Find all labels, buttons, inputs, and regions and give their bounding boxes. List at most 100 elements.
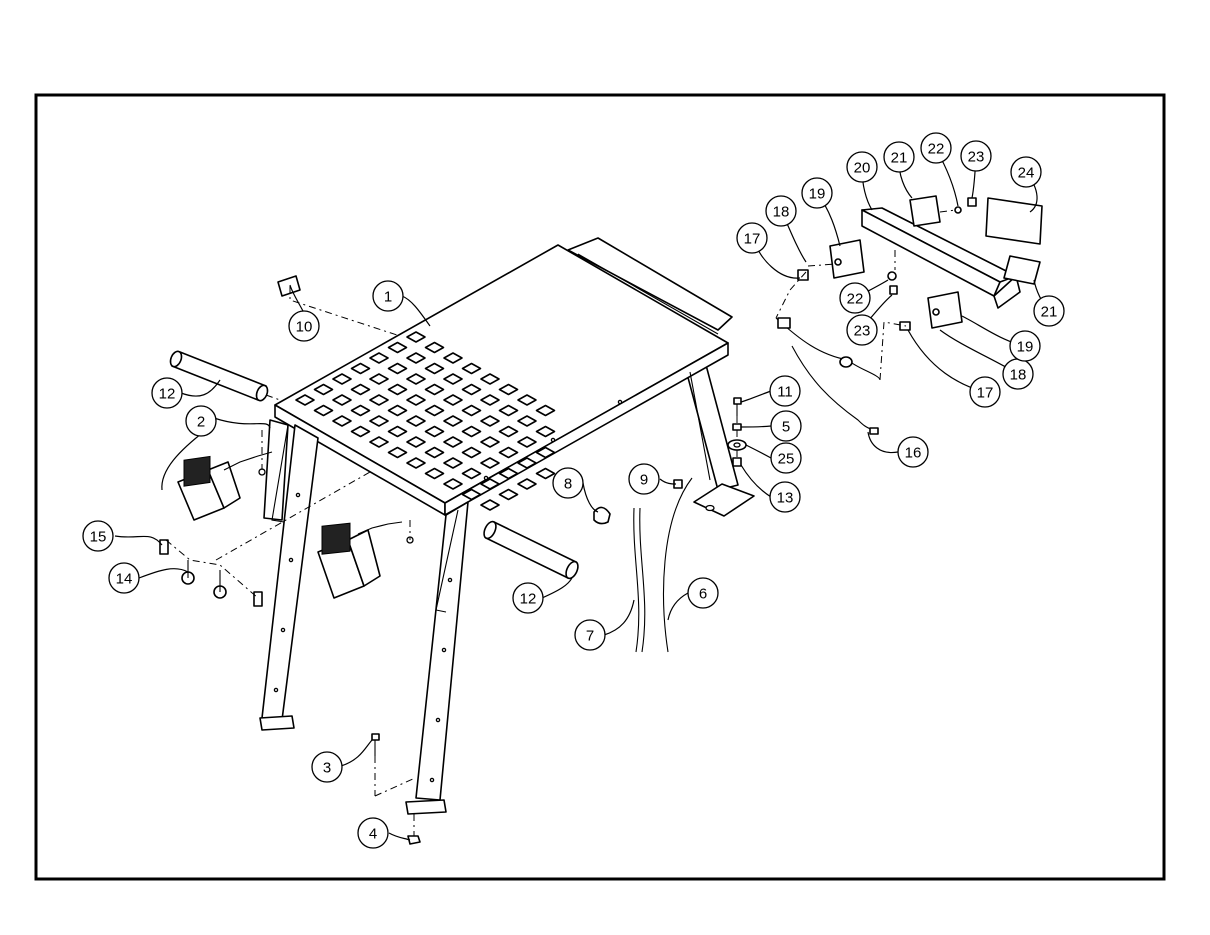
grating-slot [461, 488, 482, 501]
callout-c7: 7 [574, 619, 606, 651]
grating-slot [387, 446, 408, 459]
grating-slot [369, 352, 389, 364]
callout-c23b: 23 [846, 314, 878, 346]
grating-slot [535, 404, 556, 417]
callout-number: 18 [773, 204, 790, 221]
callout-number: 19 [809, 186, 826, 203]
callout-c19b: 19 [1009, 330, 1041, 362]
grating-slot [387, 404, 408, 417]
grating-slot [350, 425, 371, 438]
callout-number: 24 [1018, 165, 1035, 182]
assembly-lines [165, 209, 957, 836]
callout-number: 9 [640, 472, 648, 489]
grating-slot [480, 478, 500, 490]
callout-c5: 5 [770, 410, 802, 442]
grating-slot [332, 415, 352, 427]
callout-circle [920, 132, 952, 164]
callout-c4: 4 [357, 817, 389, 849]
grating-slot [535, 446, 556, 459]
callout-c22a: 22 [920, 132, 952, 164]
callout-c9: 9 [628, 463, 660, 495]
callout-circle [897, 436, 929, 468]
grating-slot [443, 373, 463, 385]
grating-slot [480, 457, 500, 469]
grating-slot [369, 415, 389, 427]
callout-number: 17 [977, 385, 994, 402]
grating-slot [517, 415, 537, 427]
callout-number: 22 [847, 291, 864, 308]
callout-c18b: 18 [1002, 358, 1034, 390]
warning-decal [985, 197, 1043, 245]
grating-slot [406, 415, 426, 427]
grating-slot [406, 373, 426, 385]
callout-c11: 11 [769, 375, 801, 407]
tail-light-bracket [861, 207, 1021, 309]
callout-number: 4 [369, 826, 377, 843]
callout-number: 12 [159, 386, 176, 403]
callout-number: 12 [520, 591, 537, 608]
callout-number: 10 [296, 319, 313, 336]
deck-grating [295, 331, 556, 511]
callout-circle [801, 177, 833, 209]
grating-slot [461, 425, 482, 438]
callout-number: 19 [1017, 339, 1034, 356]
platform-assembly [259, 237, 755, 815]
grating-slot [443, 436, 463, 448]
grating-slot [480, 415, 500, 427]
grating-slot [535, 467, 556, 480]
grating-slot [424, 341, 445, 354]
callout-c18a: 18 [765, 195, 797, 227]
grating-slot [387, 425, 408, 438]
light-mount-hardware [159, 539, 263, 607]
callout-number: 18 [1010, 367, 1027, 384]
callout-c17b: 17 [969, 376, 1001, 408]
callout-circle [372, 280, 404, 312]
grating-slot [461, 383, 482, 396]
grating-slot [406, 331, 426, 343]
grating-slot [424, 383, 445, 396]
grating-slot [461, 404, 482, 417]
callout-number: 1 [384, 289, 392, 306]
grating-slot [406, 457, 426, 469]
callout-circle [288, 310, 320, 342]
harness-cables [633, 477, 693, 653]
leg-bolt [371, 733, 421, 845]
grating-slot [350, 404, 371, 417]
roller-tube-right [483, 520, 579, 580]
callout-c23a: 23 [960, 140, 992, 172]
grating-slot [517, 478, 537, 490]
callout-circle [552, 467, 584, 499]
callout-number: 5 [782, 419, 790, 436]
callout-c19a: 19 [801, 177, 833, 209]
grating-slot [369, 394, 389, 406]
decal-plate [277, 275, 301, 297]
callout-number: 13 [777, 490, 794, 507]
grating-slot [406, 394, 426, 406]
callout-circle [1009, 330, 1041, 362]
grating-slot [480, 499, 500, 511]
callout-c10: 10 [288, 310, 320, 342]
grating-slot [313, 404, 334, 417]
callout-number: 2 [197, 414, 205, 431]
callout-circle [574, 619, 606, 651]
callout-circle [883, 141, 915, 173]
callout-c13: 13 [769, 481, 801, 513]
callout-circle [846, 151, 878, 183]
callout-number: 25 [778, 451, 795, 468]
callout-c6: 6 [687, 577, 719, 609]
grating-slot [443, 457, 463, 469]
work-light-left [177, 451, 273, 521]
callout-number: 15 [90, 529, 107, 546]
grating-slot [424, 425, 445, 438]
callout-circle [1033, 295, 1065, 327]
callout-circle [628, 463, 660, 495]
grating-slot [461, 446, 482, 459]
callout-circle [82, 520, 114, 552]
grating-slot [480, 436, 500, 448]
callout-number: 20 [854, 160, 871, 177]
callout-c14: 14 [108, 562, 140, 594]
callout-c21a: 21 [883, 141, 915, 173]
grating-slot [387, 383, 408, 396]
callout-circle [960, 140, 992, 172]
